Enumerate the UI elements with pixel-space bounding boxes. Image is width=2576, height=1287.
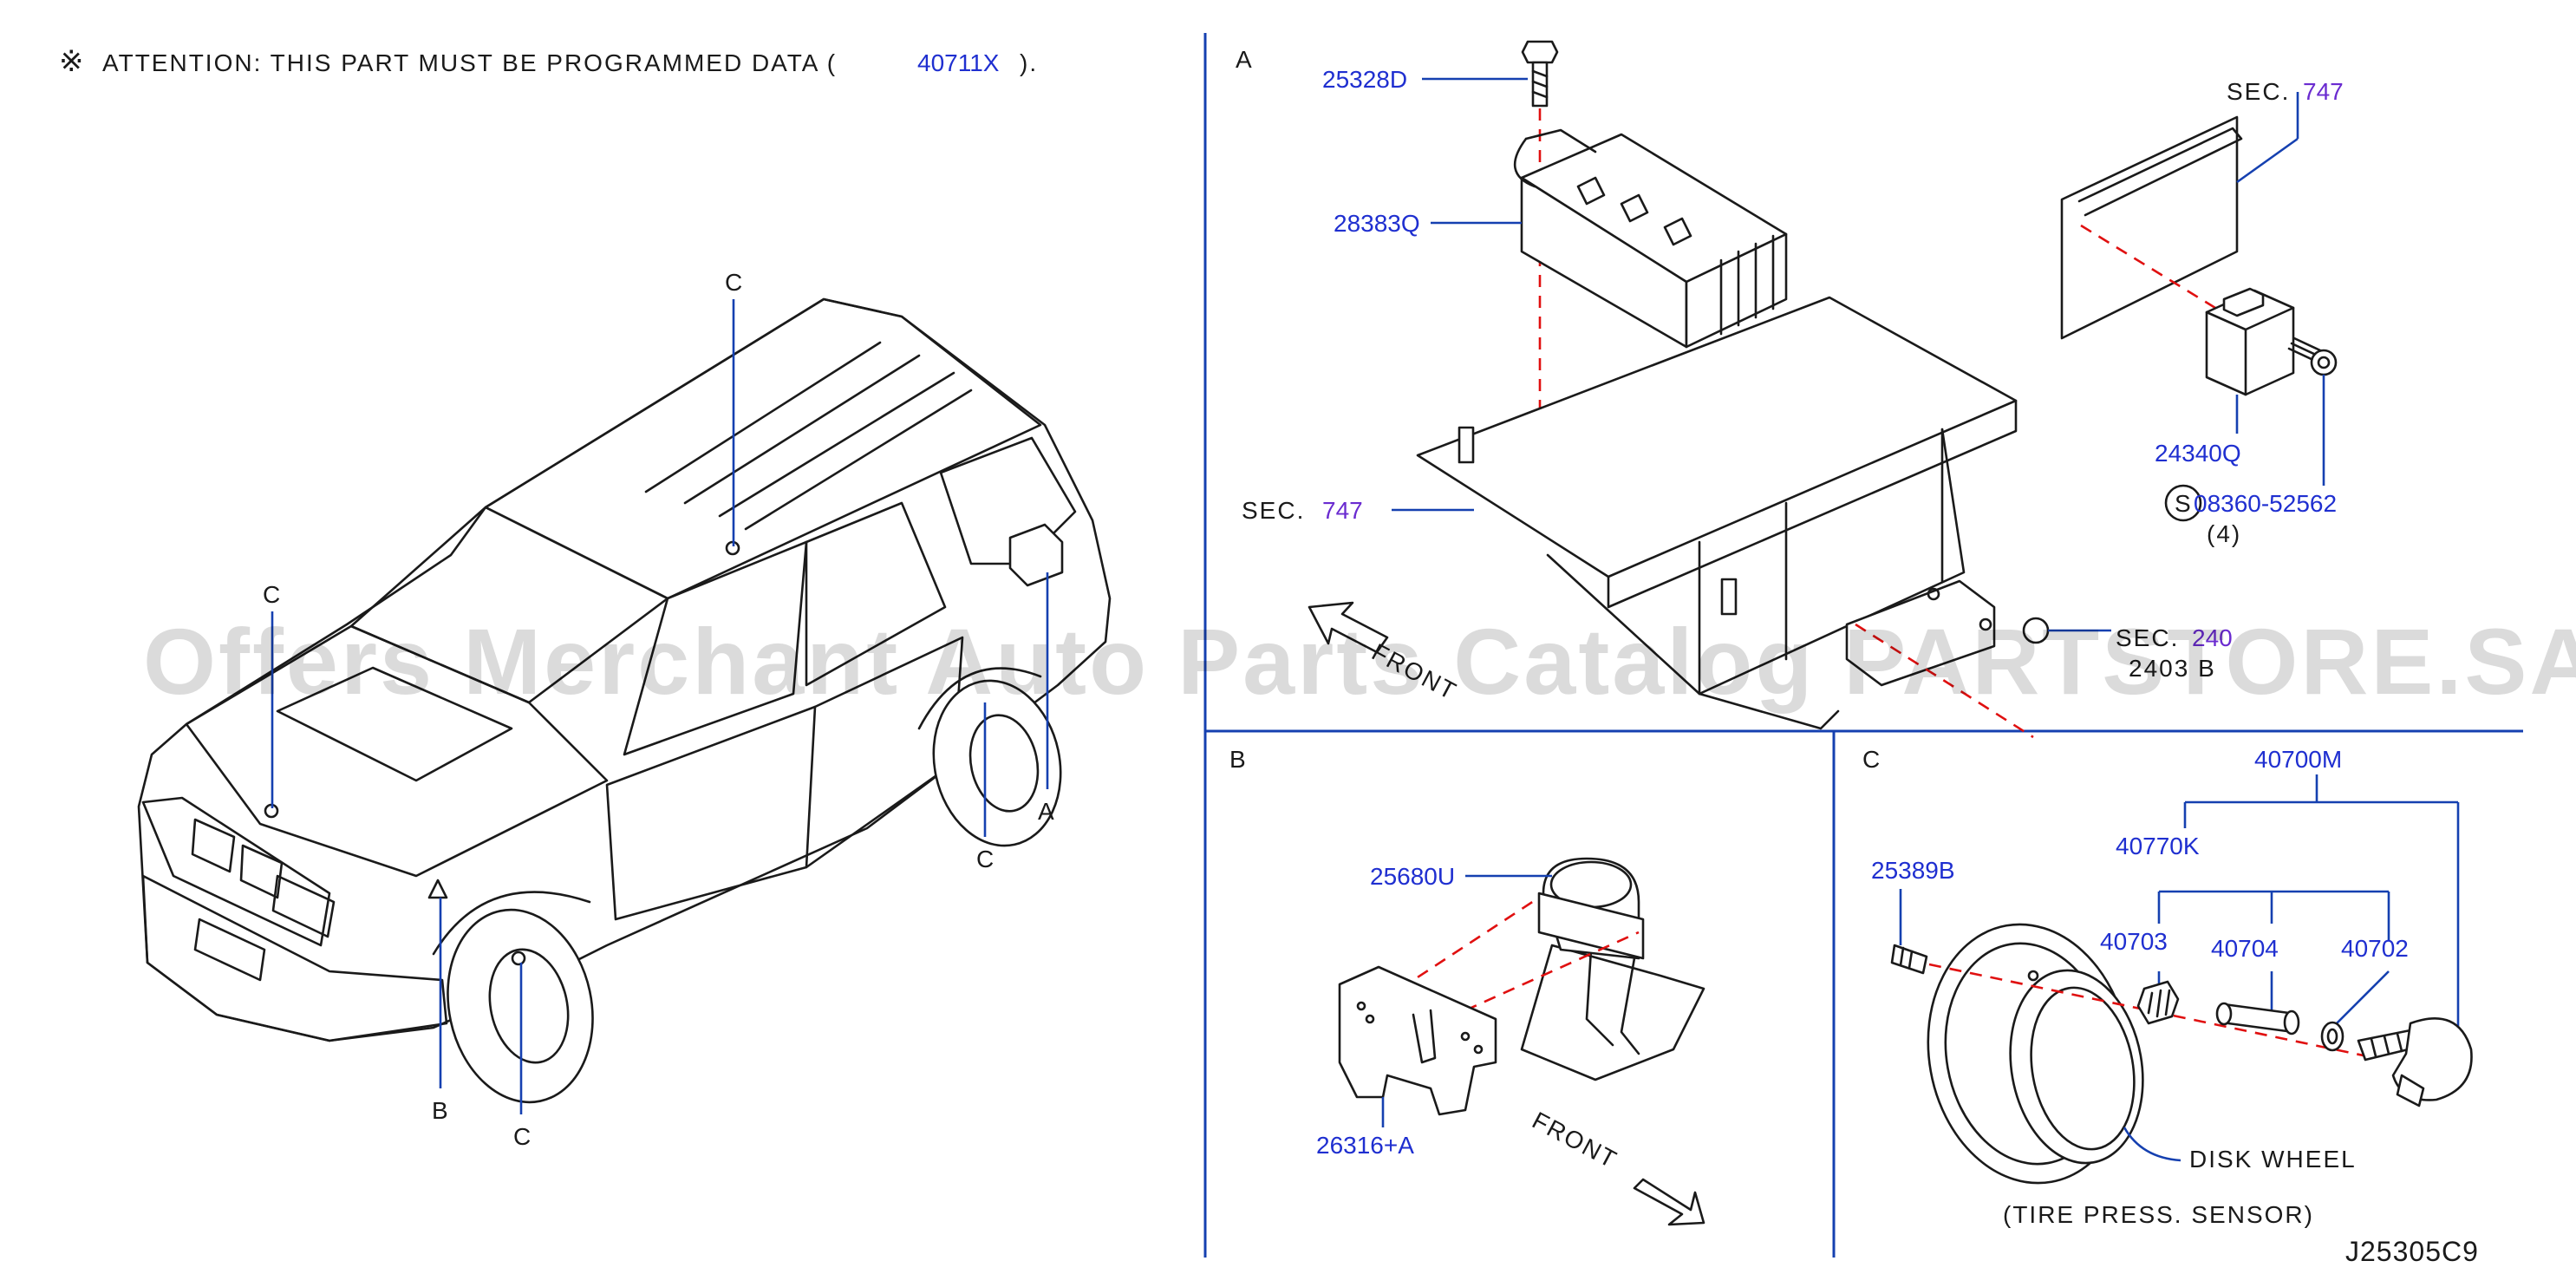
horn-25680U bbox=[1520, 857, 1705, 1081]
part-28383Q[interactable]: 28383Q bbox=[1334, 210, 1420, 237]
bracket-26316A bbox=[1338, 965, 1497, 1116]
mounting-plate bbox=[1416, 296, 2018, 730]
part-40700M[interactable]: 40700M bbox=[2254, 746, 2342, 773]
wheel-sensor-marker bbox=[511, 951, 526, 966]
section-b-title: B bbox=[1229, 746, 1248, 773]
tire-pressure-sensor bbox=[2357, 1017, 2473, 1107]
sec-747-right-label: SEC. bbox=[2227, 78, 2290, 105]
attention-symbol: ※ bbox=[59, 45, 86, 78]
bolt-25328D bbox=[1521, 40, 1559, 108]
control-unit-28383Q bbox=[1513, 128, 1788, 349]
callout-roof[interactable]: C bbox=[725, 269, 744, 296]
section-a: A 25328D 28383Q bbox=[1236, 40, 2344, 739]
sec-240-label: SEC. bbox=[2116, 624, 2179, 651]
part-26316A[interactable]: 26316+A bbox=[1316, 1132, 1414, 1159]
watermark: Offers Merchant Auto Parts Catalog PARTS… bbox=[143, 609, 2576, 714]
part-2403B[interactable]: 2403 B bbox=[2129, 655, 2216, 682]
part-40770K[interactable]: 40770K bbox=[2116, 833, 2200, 859]
front-arrow-b: FRONT bbox=[1528, 1107, 1705, 1226]
attention-text: ATTENTION: THIS PART MUST BE PROGRAMMED … bbox=[102, 49, 837, 76]
diagram-code: J25305C9 bbox=[2345, 1236, 2479, 1267]
callout-rear-box[interactable]: A bbox=[1038, 798, 1056, 825]
attention-close: ). bbox=[1020, 49, 1038, 76]
screw-qty: (4) bbox=[2207, 520, 2241, 547]
part-25680U[interactable]: 25680U bbox=[1370, 863, 1455, 890]
callout-front-bumper[interactable]: B bbox=[432, 1097, 450, 1124]
section-c-title: C bbox=[1862, 746, 1881, 773]
callout-rear-wheel[interactable]: C bbox=[976, 846, 995, 872]
panel-dividers bbox=[1203, 33, 2523, 1258]
section-b: B 25680U 26316+A FRONT bbox=[1229, 746, 1705, 1226]
screw-08360-52562 bbox=[2287, 336, 2338, 376]
module-24340Q bbox=[2205, 287, 2295, 396]
valve-40704 bbox=[2215, 1002, 2300, 1035]
sec-747-left-label: SEC. bbox=[1242, 497, 1305, 524]
attention-note: ※ ATTENTION: THIS PART MUST BE PROGRAMME… bbox=[59, 45, 1038, 78]
screw-prefix: S bbox=[2175, 490, 2193, 517]
rear-control-box bbox=[1008, 523, 1064, 587]
valve-cap-25389B bbox=[1890, 944, 1928, 975]
sec-747-panel bbox=[2060, 115, 2243, 340]
sec-747-left[interactable]: 747 bbox=[1322, 497, 1363, 524]
part-25328D[interactable]: 25328D bbox=[1322, 66, 1407, 93]
part-40702[interactable]: 40702 bbox=[2341, 935, 2409, 962]
callout-front-wheel[interactable]: C bbox=[513, 1123, 532, 1150]
part-40704[interactable]: 40704 bbox=[2211, 935, 2279, 962]
sensor-note: (TIRE PRESS. SENSOR) bbox=[2003, 1201, 2314, 1228]
screw-prefix-circle bbox=[2164, 484, 2202, 522]
horn-marker bbox=[427, 879, 448, 899]
front-label-b: FRONT bbox=[1528, 1107, 1622, 1173]
section-c: C 40700M 40770K 25389B 40703 40704 40702 bbox=[1862, 746, 2473, 1228]
part-40711X[interactable]: 40711X bbox=[917, 49, 1000, 76]
part-24340Q[interactable]: 24340Q bbox=[2155, 440, 2241, 467]
part-08360-52562[interactable]: 08360-52562 bbox=[2194, 490, 2337, 517]
part-25389B[interactable]: 25389B bbox=[1871, 857, 1955, 884]
callout-hood[interactable]: C bbox=[263, 581, 282, 608]
section-a-title: A bbox=[1236, 46, 1254, 73]
vehicle-callouts: C C A C B C bbox=[263, 269, 1056, 1150]
grommet-40702 bbox=[2320, 1021, 2344, 1052]
disk-wheel bbox=[1927, 923, 2144, 1185]
disk-wheel-label: DISK WHEEL bbox=[2189, 1146, 2357, 1173]
sec-747-right[interactable]: 747 bbox=[2303, 78, 2344, 105]
part-40703[interactable]: 40703 bbox=[2100, 928, 2168, 955]
sec-240[interactable]: 240 bbox=[2192, 624, 2233, 651]
